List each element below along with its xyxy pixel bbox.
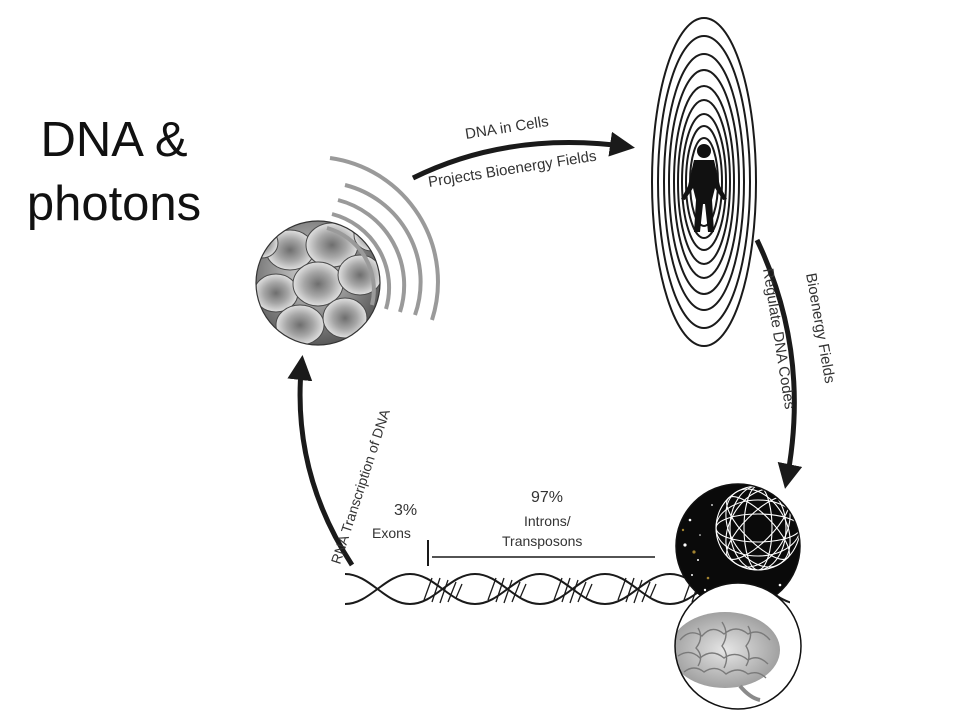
slide-title-line2: photons	[26, 177, 202, 231]
human-silhouette-icon	[681, 144, 727, 232]
emission-waves	[326, 156, 440, 321]
exons-percent: 3%	[394, 502, 417, 519]
arrow-right-label-line2: Regulate DNA Codes	[759, 267, 798, 410]
arrow-top-label-line1: DNA in Cells	[464, 113, 550, 143]
arrow-right-label-line1: Bioenergy Fields	[802, 272, 838, 385]
introns-percent: 97%	[531, 489, 563, 506]
arrow-left-label: RNA Transcription of DNA	[328, 406, 393, 565]
slide-title-line1: DNA &	[40, 113, 188, 167]
introns-label-line2: Transposons	[502, 533, 582, 549]
arrow-right: Bioenergy Fields Regulate DNA Codes	[754, 238, 838, 489]
exon-marker: 3% Exons	[372, 502, 429, 566]
intron-marker: 97% Introns/ Transposons	[432, 489, 655, 558]
exons-label: Exons	[372, 525, 411, 541]
cosmic-sphere-image	[675, 483, 801, 609]
slide-title: DNA & photons	[0, 108, 228, 236]
arrow-top: DNA in Cells Projects Bioenergy Fields	[411, 113, 635, 191]
bioenergy-field-figure-icon	[651, 17, 757, 347]
blood-cells-image	[255, 220, 381, 346]
introns-label-line1: Introns/	[524, 513, 571, 529]
arrow-top-label-line2: Projects Bioenergy Fields	[427, 148, 598, 191]
brain-image	[674, 582, 802, 710]
